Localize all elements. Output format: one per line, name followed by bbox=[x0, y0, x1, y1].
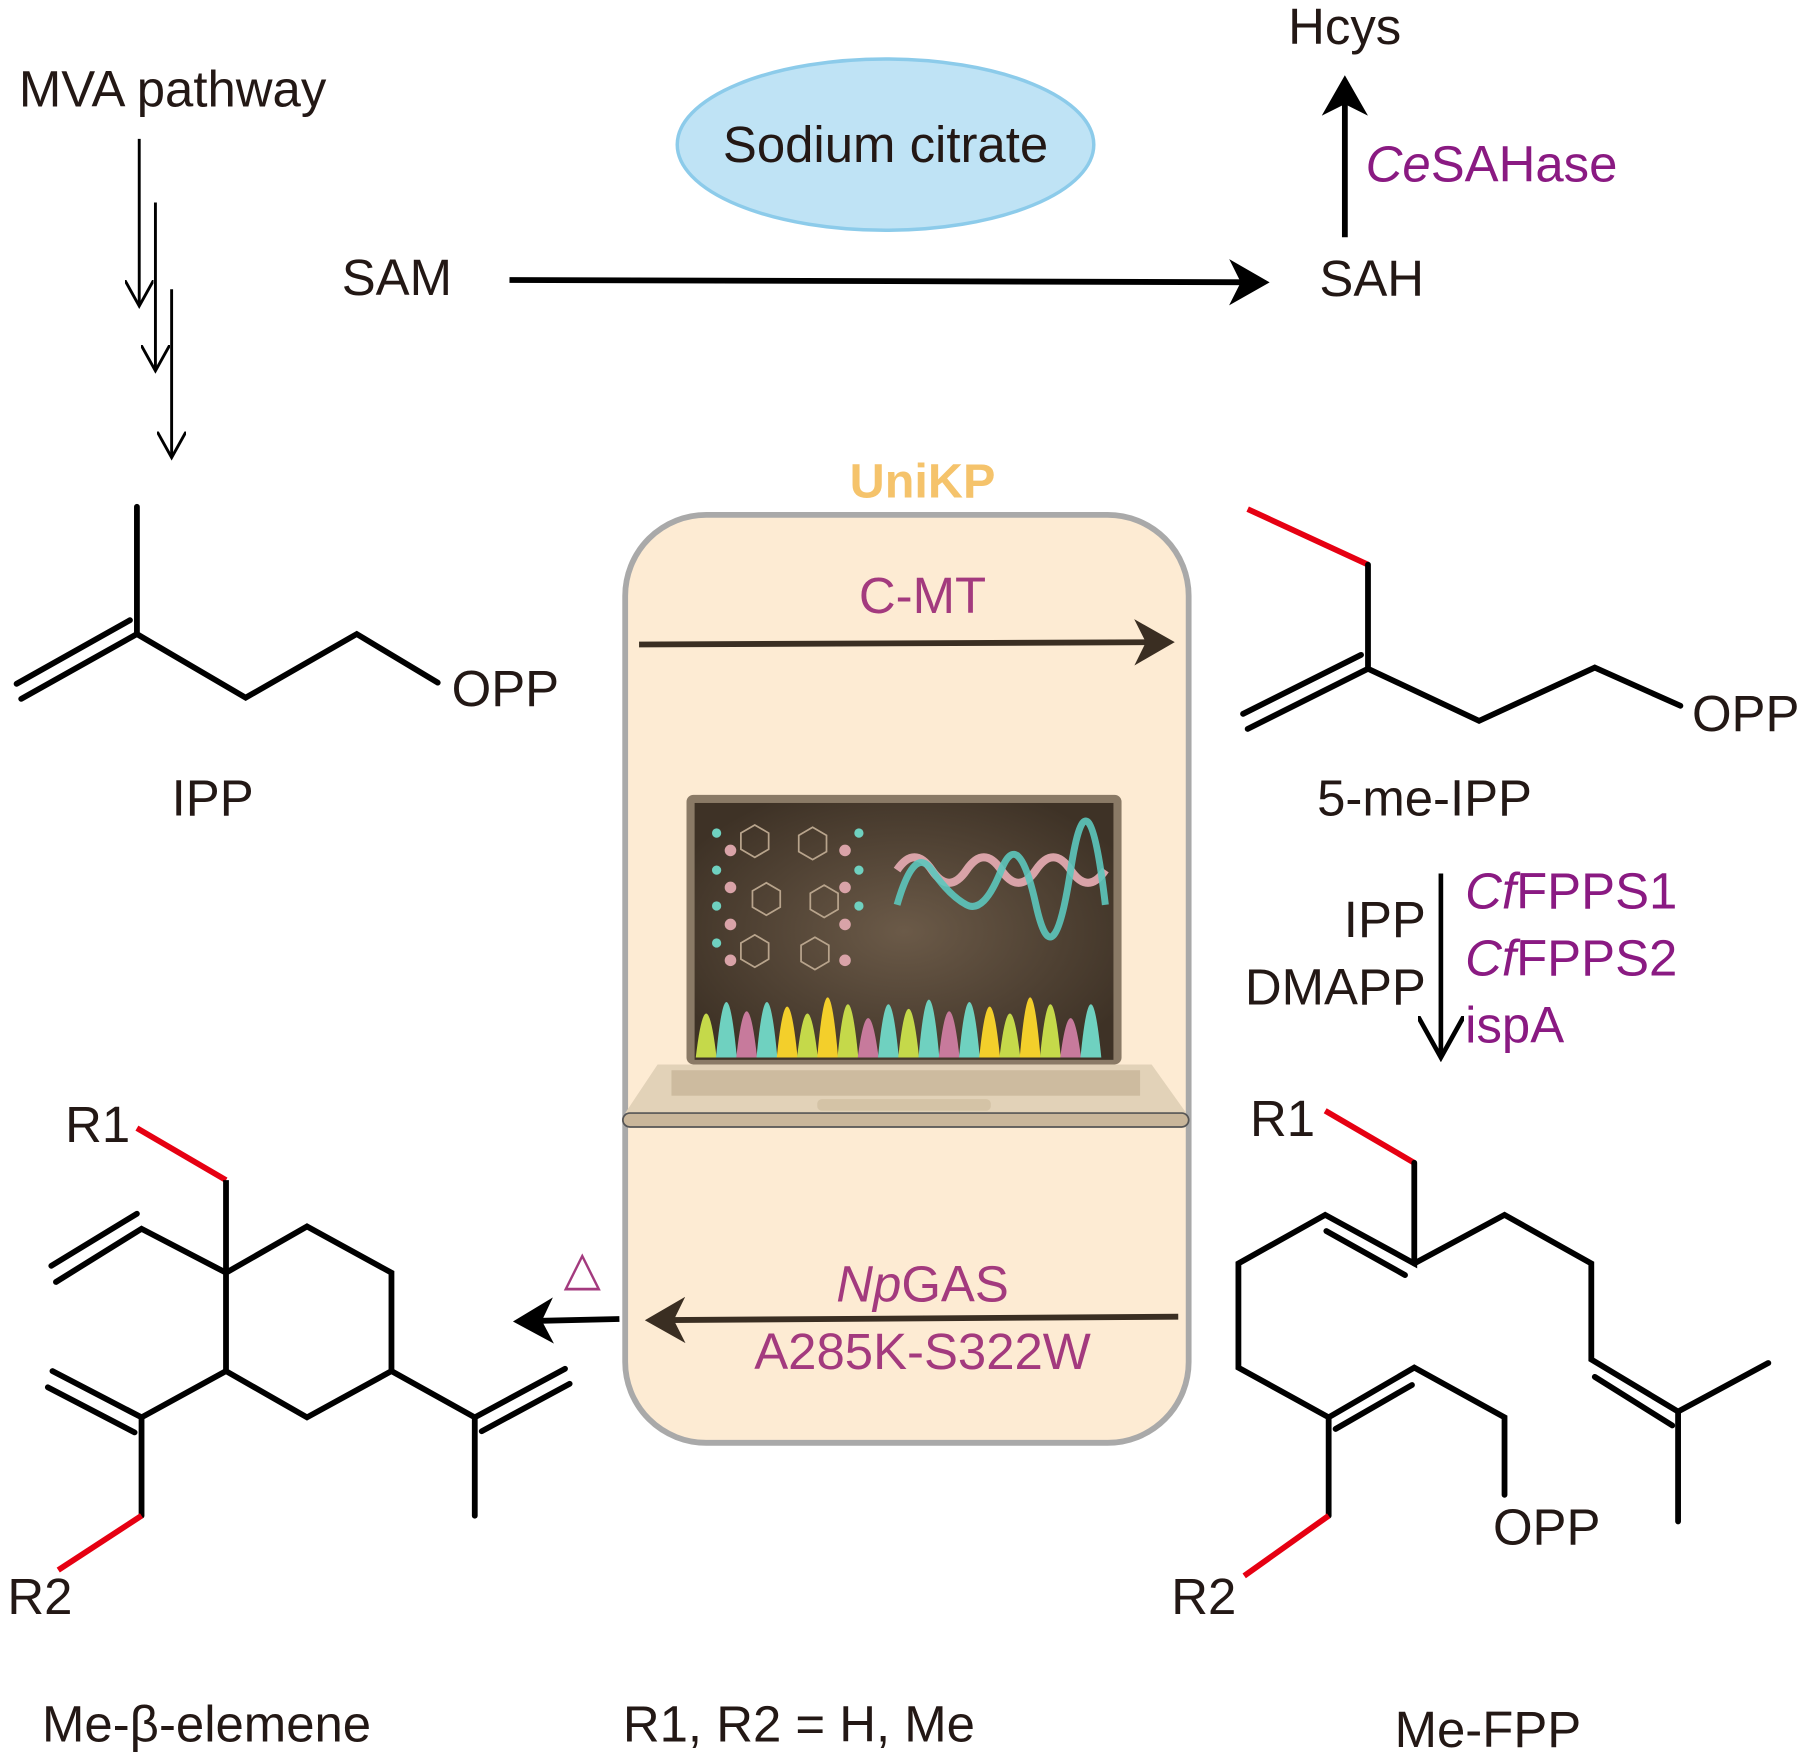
chromatogram-peak bbox=[938, 1011, 960, 1058]
chromatogram-peak bbox=[776, 1006, 798, 1058]
c-mt-label: C-MT bbox=[859, 567, 986, 624]
chromatogram-peak bbox=[1080, 1004, 1102, 1058]
sodium-citrate-label: Sodium citrate bbox=[723, 116, 1048, 173]
chromatogram-peak bbox=[857, 1018, 879, 1058]
elemene-r1-label: R1 bbox=[65, 1096, 130, 1153]
me-fpp-structure bbox=[1235, 1108, 1772, 1579]
chromatogram-peak bbox=[736, 1011, 758, 1058]
chromatogram-peak bbox=[695, 1013, 717, 1058]
laptop-illustration bbox=[622, 794, 1190, 1128]
me-fpp-label: Me-FPP bbox=[1395, 1701, 1582, 1758]
hcys-label: Hcys bbox=[1288, 0, 1401, 55]
me-fpp-opp-label: OPP bbox=[1493, 1499, 1600, 1556]
elemene-r2-label: R2 bbox=[7, 1568, 72, 1625]
me-fpp-r1-label: R1 bbox=[1250, 1090, 1315, 1147]
cesahase-label: CeSAHase bbox=[1366, 136, 1618, 193]
chromatogram-peak bbox=[898, 1008, 920, 1058]
chromatogram-peak bbox=[1039, 1004, 1061, 1058]
unikp-title: UniKP bbox=[850, 455, 996, 509]
npgas-arrow bbox=[644, 1296, 1179, 1344]
chromatogram-peak bbox=[716, 1001, 737, 1058]
chromatogram-peak bbox=[877, 1004, 899, 1058]
npgas-label: NpGAS bbox=[836, 1256, 1009, 1313]
me-beta-elemene-structure bbox=[44, 1125, 573, 1573]
chromatogram-peak bbox=[1060, 1018, 1082, 1058]
chromatogram-peak bbox=[797, 1013, 818, 1058]
cope-rearrangement-arrow bbox=[512, 1297, 620, 1344]
chromatogram-peak bbox=[918, 999, 940, 1058]
ipp-opp-label: OPP bbox=[452, 660, 559, 717]
sah-label: SAH bbox=[1319, 250, 1424, 307]
sam-to-sah-arrow bbox=[509, 259, 1270, 306]
me-beta-elemene-label: Me-β-elemene bbox=[42, 1695, 371, 1752]
chromatogram-peak bbox=[817, 997, 839, 1058]
chromatogram-peak bbox=[999, 1013, 1021, 1058]
chromatogram-peak bbox=[837, 1004, 859, 1058]
npgas-mutant-label: A285K-S322W bbox=[754, 1323, 1091, 1380]
dmapp-substrate-label: DMAPP bbox=[1245, 958, 1426, 1015]
chromatogram-peak bbox=[756, 1001, 778, 1058]
ispa-label: ispA bbox=[1465, 996, 1564, 1053]
mva-pathway-label: MVA pathway bbox=[19, 60, 327, 117]
cffpps1-label: CfFPPS1 bbox=[1465, 862, 1677, 919]
5-me-ipp-label: 5-me-IPP bbox=[1317, 770, 1532, 827]
multi-step-arrows bbox=[139, 138, 171, 455]
chromatogram-peak bbox=[958, 1001, 980, 1058]
5-me-ipp-structure bbox=[1240, 506, 1684, 732]
chromatogram-peak bbox=[1019, 997, 1041, 1058]
chromatogram-peak bbox=[979, 1006, 1001, 1058]
ipp-structure bbox=[13, 503, 441, 702]
sam-label: SAM bbox=[342, 249, 452, 306]
cffpps2-label: CfFPPS2 bbox=[1465, 929, 1677, 986]
sodium-citrate-ellipse bbox=[675, 57, 1096, 232]
heat-symbol: △ bbox=[564, 1241, 602, 1295]
r-group-legend: R1, R2 = H, Me bbox=[623, 1695, 975, 1752]
c-mt-arrow bbox=[639, 619, 1175, 666]
5-me-ipp-opp-label: OPP bbox=[1692, 685, 1799, 742]
ipp-label: IPP bbox=[172, 770, 254, 827]
me-fpp-r2-label: R2 bbox=[1171, 1568, 1236, 1625]
ipp-substrate-label: IPP bbox=[1344, 891, 1426, 948]
